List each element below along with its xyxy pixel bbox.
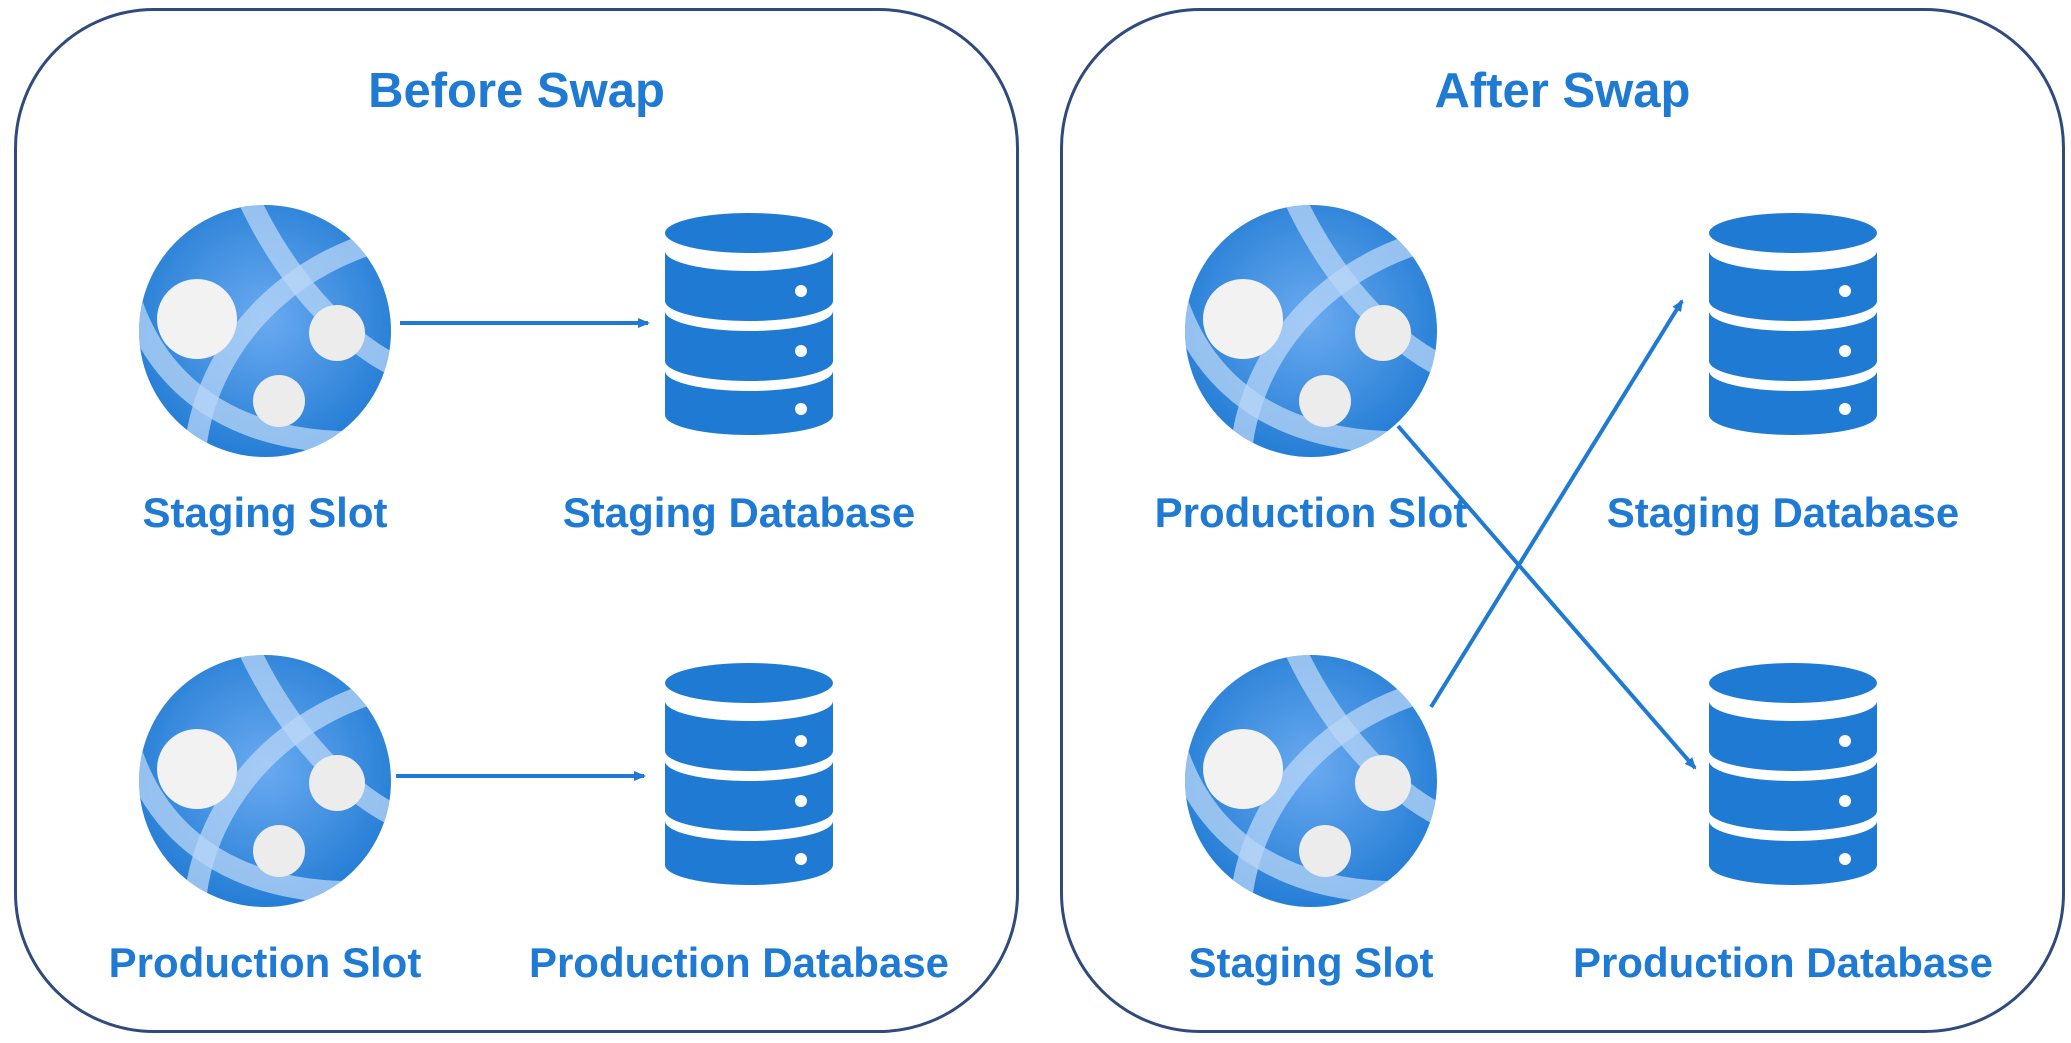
app-service-globe-icon [139,205,391,457]
top-right-label: Staging Database [1606,489,1960,536]
app-service-globe-icon [1185,655,1437,907]
panel-title: After Swap [1434,64,1691,118]
bottom-right-label: Production Database [528,939,950,986]
top-right-label: Staging Database [562,489,916,536]
app-service-globe-icon [1185,205,1437,457]
database-icon [1709,663,1877,885]
bottom-right-label: Production Database [1572,939,1994,986]
top-left-label: Staging Slot [142,489,388,536]
bottom-left-label: Production Slot [108,939,422,986]
database-icon [1709,213,1877,435]
app-service-globe-icon [139,655,391,907]
bottom-left-label: Staging Slot [1188,939,1434,986]
after-swap-panel: After Swap [1060,8,2065,1033]
panel-title: Before Swap [368,64,665,118]
before-swap-panel: Before Swap [14,8,1019,1033]
database-icon [665,213,833,435]
database-icon [665,663,833,885]
top-left-label: Production Slot [1154,489,1468,536]
